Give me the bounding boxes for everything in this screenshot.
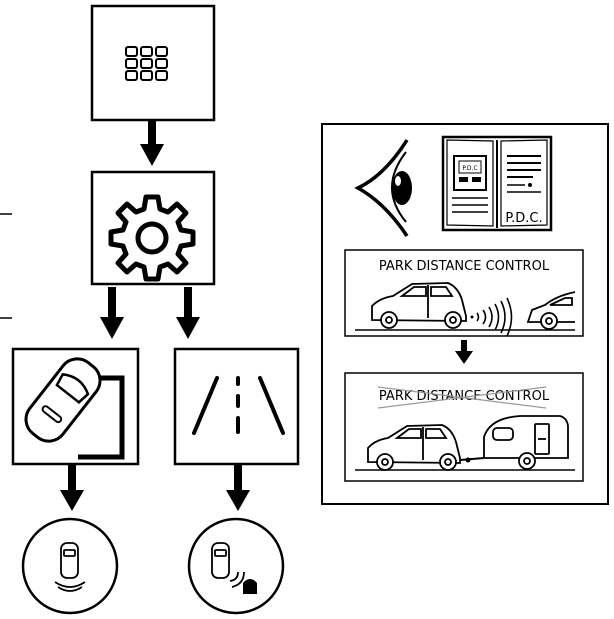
- arrow-down: [176, 287, 200, 339]
- manual-book-icon: P.D.C P.D.C.: [441, 135, 553, 232]
- car-side-icon: [367, 424, 461, 471]
- parking-sensor-rear-indicator: [21, 517, 119, 615]
- obstacle-car-icon: [526, 291, 576, 330]
- caravan-icon: [483, 415, 569, 470]
- menu-box[interactable]: [90, 4, 216, 122]
- gear-icon: [108, 194, 196, 282]
- car-top-view-icon: [24, 357, 102, 443]
- parking-sensor-obstacle-indicator: [187, 517, 285, 615]
- pdc-disabled-scene: PARK DISTANCE CONTROL: [344, 372, 584, 482]
- arrow-down: [140, 120, 164, 166]
- menu-grid-icon: [125, 46, 168, 81]
- pdc-active-scene: PARK DISTANCE CONTROL: [344, 249, 584, 337]
- arrow-down: [60, 464, 84, 511]
- car-sensor-obstacle-icon: [211, 542, 257, 594]
- eye-icon: [354, 139, 412, 237]
- lane-mode-box[interactable]: [173, 347, 300, 466]
- parking-mode-box[interactable]: [11, 347, 140, 466]
- arrow-down: [100, 287, 124, 339]
- settings-box[interactable]: [90, 170, 216, 286]
- pdc-info-panel: P.D.C P.D.C. PARK DISTANCE CONTROL: [321, 123, 609, 505]
- tow-hitch: [459, 457, 485, 461]
- strike-through-icon: [377, 386, 547, 409]
- car-side-icon: [371, 282, 467, 329]
- sensor-waves-icon: [476, 297, 513, 337]
- arrow-down: [226, 464, 250, 511]
- lane-markings-icon: [192, 376, 285, 435]
- arrow-down: [455, 340, 473, 364]
- book-cover-label: P.D.C.: [505, 211, 542, 226]
- book-device-label: P.D.C: [462, 165, 477, 172]
- car-sensor-icon: [54, 542, 86, 592]
- pdc-heading-off: PARK DISTANCE CONTROL: [379, 389, 550, 404]
- pdc-heading-on: PARK DISTANCE CONTROL: [379, 259, 550, 274]
